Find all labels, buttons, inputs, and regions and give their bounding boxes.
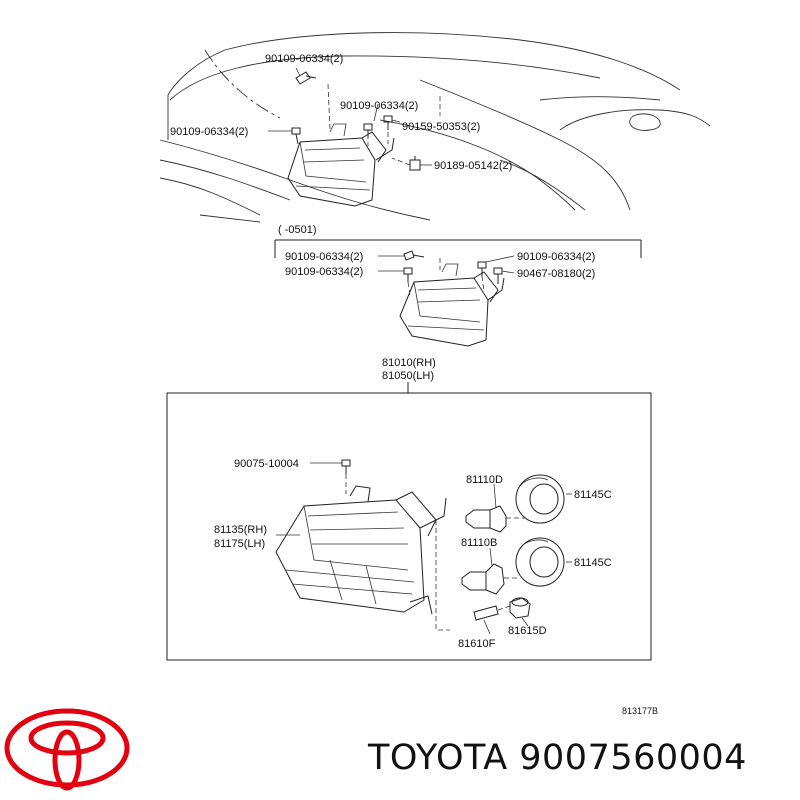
headlamp-assembly [275, 485, 447, 615]
variant-fasteners [378, 250, 515, 297]
brand-part-number: TOYOTA 9007560004 [368, 738, 747, 778]
label-screw-lower-right: 90467-08180(2) [517, 268, 595, 280]
wedge-bulb-icon [473, 605, 511, 635]
socket-icon [509, 597, 531, 627]
bulb-upper-icon [465, 483, 526, 533]
label-bolt-left: 90109-06334(2) [170, 126, 248, 138]
cap-lower-icon [515, 537, 572, 587]
bolt-left-icon [291, 127, 301, 145]
label-part-rh: 81010(RH) [382, 357, 436, 369]
label-lens-lh: 81175(LH) [214, 538, 265, 550]
clip-icon [409, 156, 421, 171]
label-socket: 81615D [508, 625, 547, 637]
label-clip: 90189-05142(2) [434, 160, 512, 172]
bolt-upper-left-icon [403, 250, 425, 261]
cap-upper-icon [515, 474, 572, 524]
bulb-lower-icon [461, 547, 520, 595]
bolt-top-icon [295, 71, 317, 85]
toyota-logo-icon [4, 708, 130, 791]
headlamp-top-view [287, 123, 395, 207]
bolt-lower-left-icon [403, 267, 413, 282]
label-bolt-upper-left: 90109-06334(2) [285, 251, 363, 263]
label-bulb-upper: 81110D [466, 474, 503, 486]
top-view-labels: 90109-06334(2) 90109-06334(2) 90109-0633… [170, 53, 512, 172]
screw-lower-right-icon [493, 267, 503, 284]
label-wedge-bulb: 81610F [458, 638, 496, 650]
label-bolt-right: 90159-50353(2) [402, 121, 480, 133]
assembly-box [166, 392, 652, 661]
label-bolt-upper-right: 90109-06334(2) [517, 251, 595, 263]
car-front-outline [159, 32, 711, 223]
label-bolt-lower-left: 90109-06334(2) [285, 266, 363, 278]
variant-labels: 90109-06334(2) 90109-06334(2) 90109-0633… [285, 251, 595, 280]
assembly-leaders [276, 520, 450, 631]
assembly-header: 81010(RH) 81050(LH) [382, 357, 436, 393]
headlamp-variant-view [399, 263, 505, 347]
bolt-upper-right-icon [477, 261, 487, 276]
top-view-fasteners [268, 67, 441, 171]
variant-bracket: ( -0501) [274, 224, 642, 258]
label-bolt-top: 90109-06334(2) [265, 53, 343, 65]
label-cap-upper: 81145C [574, 489, 612, 501]
label-bolt-mid: 90109-06334(2) [340, 100, 418, 112]
label-adjuster-screw: 90075-10004 [234, 458, 299, 470]
diagram-code: 813177B [622, 706, 658, 716]
label-lens-rh: 81135(RH) [214, 524, 267, 536]
label-part-lh: 81050(LH) [382, 370, 434, 382]
label-cap-lower: 81145C [574, 557, 612, 569]
assembly-labels: 90075-10004 81135(RH) 81175(LH) 81110D 8… [214, 458, 612, 650]
label-bulb-lower: 81110B [461, 537, 497, 549]
variant-bracket-label: ( -0501) [278, 224, 317, 236]
adjuster-screw-icon [310, 459, 351, 494]
